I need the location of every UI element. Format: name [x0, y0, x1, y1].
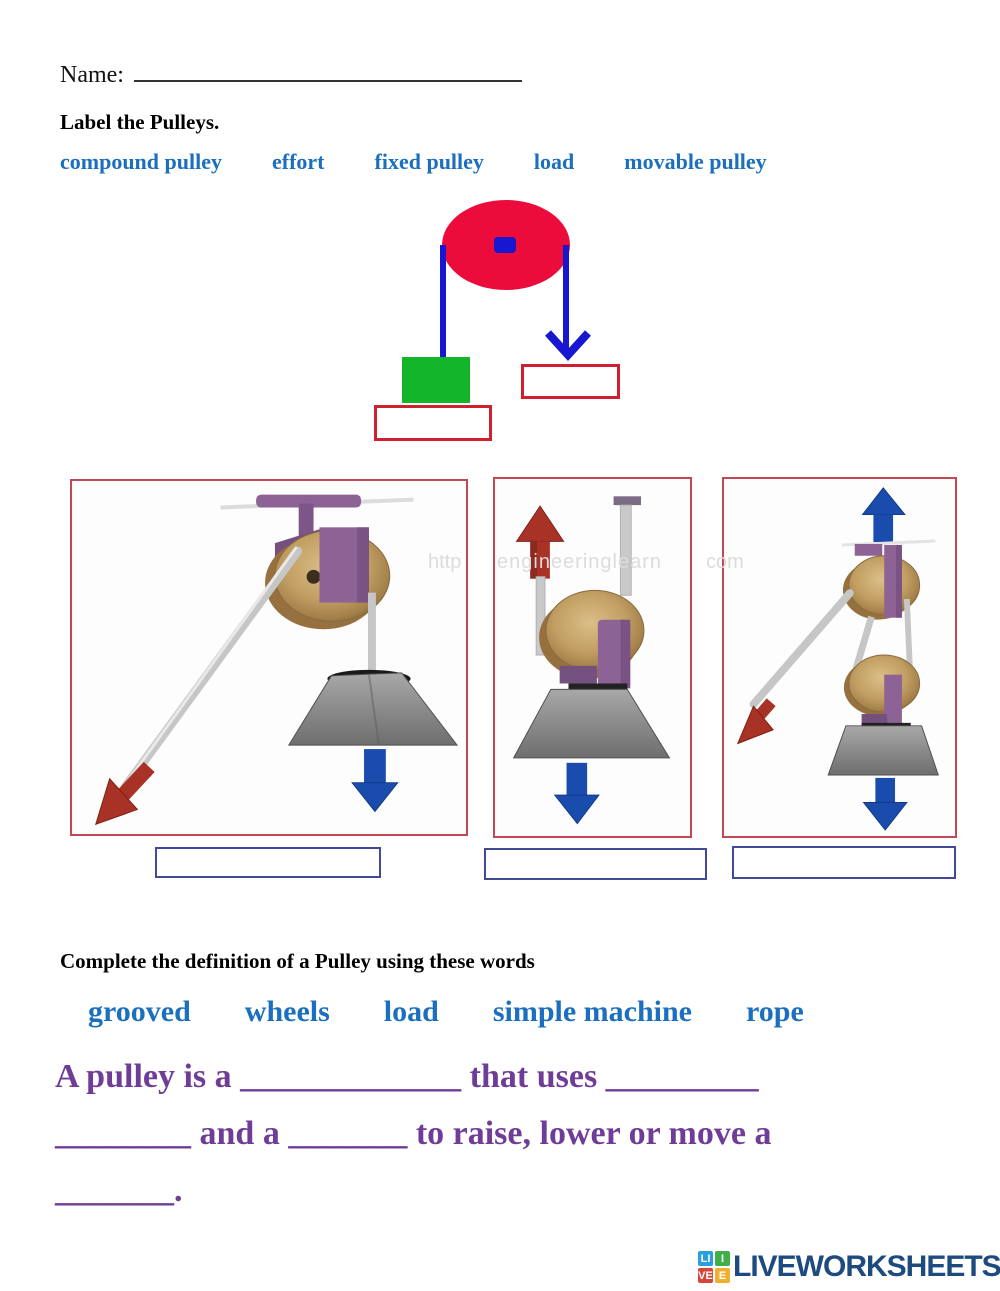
word-movable-pulley: movable pulley — [624, 149, 767, 174]
answer-box-panel-1[interactable] — [155, 847, 381, 878]
definition-line-3: _______. — [55, 1172, 183, 1209]
logo-tile-ve: VE — [698, 1268, 713, 1283]
rope-right-shape — [563, 245, 569, 352]
logo-tile-e: E — [715, 1268, 730, 1283]
fixed-pulley-illustration — [94, 494, 459, 826]
stone-load — [287, 669, 459, 746]
word-load-2: load — [383, 995, 439, 1028]
load-arrow-icon — [862, 777, 908, 831]
pulley-schematic-diagram — [402, 200, 591, 403]
word-compound-pulley: compound pulley — [60, 149, 222, 174]
pulley-bracket — [319, 527, 369, 603]
word-effort: effort — [272, 149, 325, 174]
watermark-engineeringlearn: engineeringlearn — [497, 551, 663, 573]
image-fixed-pulley — [70, 479, 468, 836]
effort-arrow-icon — [515, 505, 565, 579]
stone-load — [827, 725, 939, 776]
word-bank-2: grooved wheels load simple machine rope — [88, 995, 804, 1029]
name-label: Name: — [60, 62, 124, 88]
effort-rope — [535, 576, 546, 656]
effort-arrow-icon — [736, 698, 776, 745]
definition-text: A pulley is a _____________ that uses __… — [55, 1048, 965, 1219]
liveworksheets-logo-icon: LI I VE E — [698, 1251, 730, 1283]
answer-box-panel-3[interactable] — [732, 846, 956, 879]
stone-load — [512, 688, 671, 759]
down-arrow-icon — [545, 330, 591, 361]
watermark-http: http — [428, 551, 462, 573]
upper-bracket-cap — [854, 543, 883, 556]
effort-rope — [749, 589, 854, 709]
word-rope: rope — [745, 995, 804, 1028]
image-compound-pulley — [722, 477, 957, 838]
effort-arrow-icon — [94, 761, 155, 826]
definition-line-2: ________ and a _______ to raise, lower o… — [55, 1115, 772, 1152]
answer-box-panel-2[interactable] — [484, 848, 707, 880]
word-simple-machine: simple machine — [492, 995, 692, 1028]
support-rod — [613, 496, 642, 596]
middle-rope — [852, 615, 875, 671]
section1-title: Label the Pulleys. — [60, 110, 220, 134]
word-fixed-pulley: fixed pulley — [374, 149, 484, 174]
watermark-com: com — [706, 551, 744, 573]
word-grooved: grooved — [88, 995, 191, 1028]
upper-bracket — [884, 544, 902, 618]
load-arrow-icon — [351, 749, 399, 813]
pulley-axle-shape — [494, 237, 516, 253]
movable-pulley-illustration — [512, 496, 671, 825]
up-arrow-icon — [861, 487, 906, 542]
load-box-shape — [402, 357, 470, 403]
name-row: Name: — [60, 56, 522, 89]
logo-text: LIVEWORKSHEETS — [733, 1250, 1000, 1283]
definition-line-1: A pulley is a _____________ that uses __… — [55, 1058, 759, 1095]
name-blank-line — [133, 56, 522, 82]
effort-rope — [121, 546, 303, 792]
rope-left-shape — [440, 245, 446, 358]
word-bank-1: compound pulley effort fixed pulley load… — [60, 149, 767, 175]
section2-title: Complete the definition of a Pulley usin… — [60, 949, 535, 973]
logo-tile-i: I — [715, 1251, 730, 1266]
pulley-hook — [559, 619, 631, 691]
image-movable-pulley — [493, 477, 692, 838]
answer-box-load[interactable] — [374, 405, 492, 441]
liveworksheets-logo: LI I VE E LIVEWORKSHEETS — [698, 1250, 1000, 1284]
compound-pulley-illustration — [736, 487, 939, 831]
load-arrow-icon — [553, 762, 600, 825]
logo-tile-li: LI — [698, 1251, 713, 1266]
right-rope — [903, 598, 913, 667]
answer-box-effort[interactable] — [521, 364, 620, 399]
word-load: load — [533, 149, 575, 174]
word-wheels: wheels — [244, 995, 330, 1028]
